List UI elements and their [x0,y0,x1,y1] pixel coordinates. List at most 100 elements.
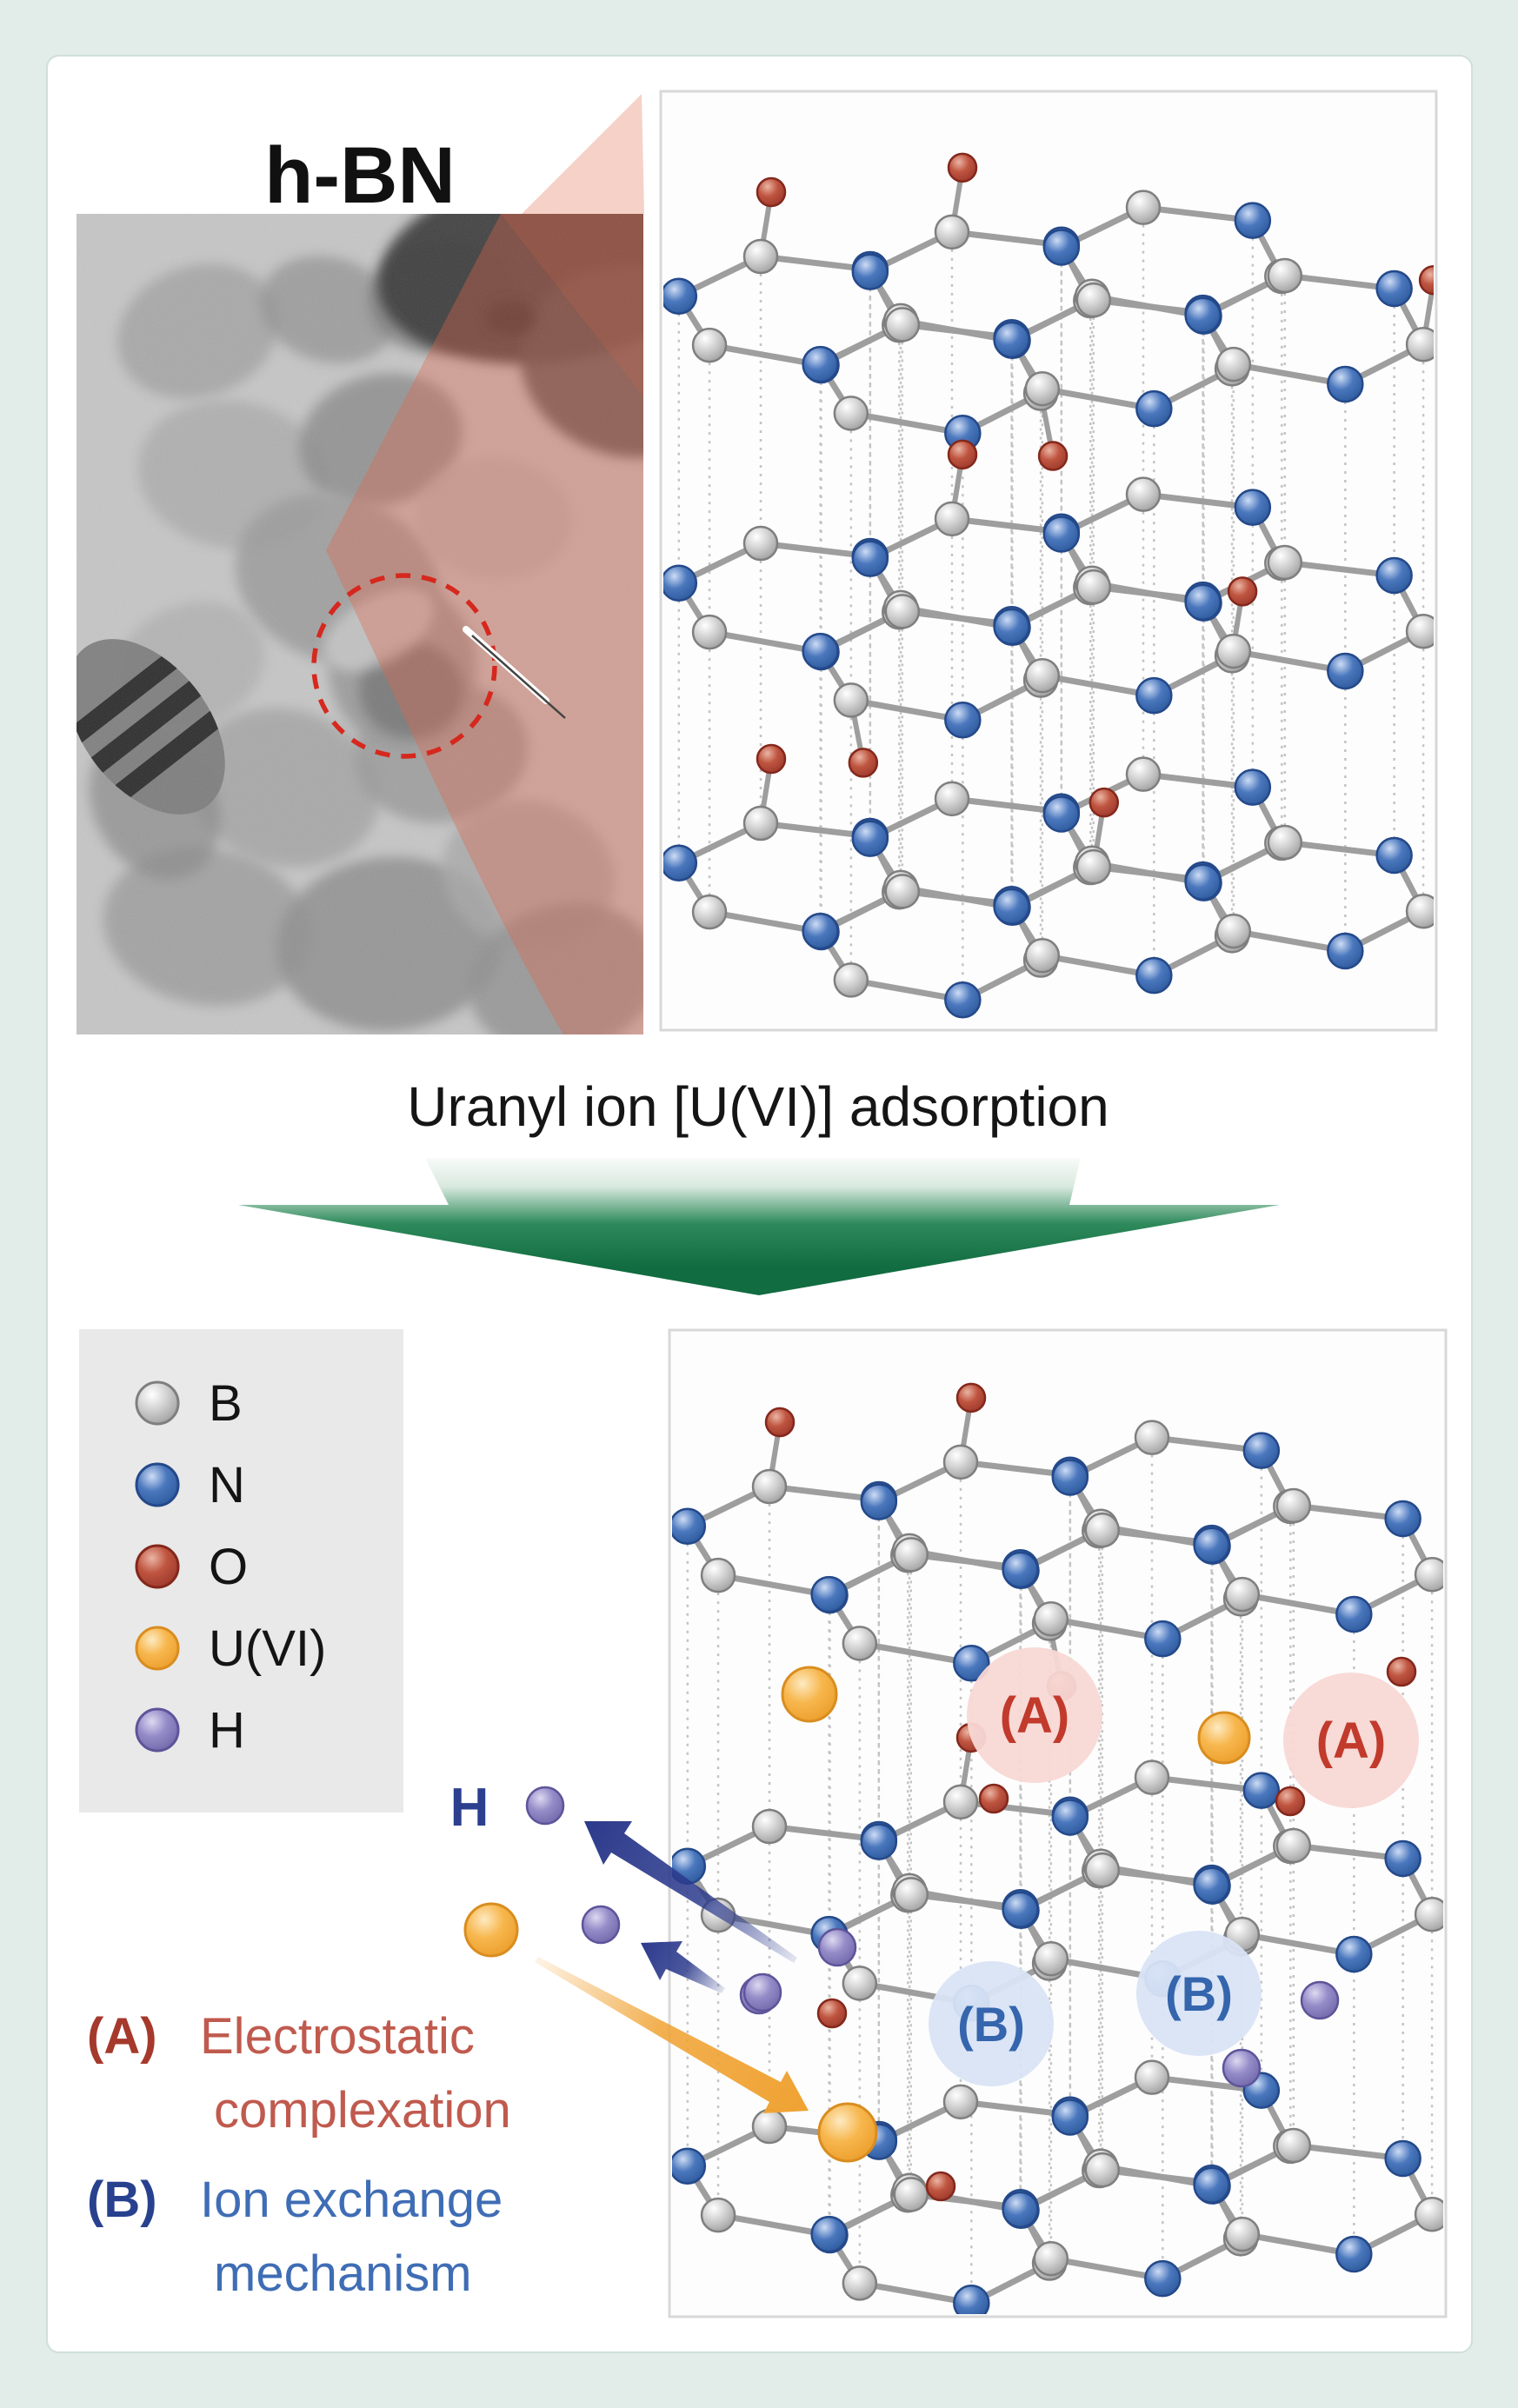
atom-b-icon [893,1877,929,1912]
atom-b-icon [833,396,869,431]
tem-needle-icon [471,635,566,719]
atom-b-icon [1224,2216,1261,2252]
atom-n-icon [1384,2139,1421,2178]
atom-o-icon [848,748,879,778]
process-label: Uranyl ion [U(VI)] adsorption [407,1075,1109,1138]
atom-b-icon [884,307,921,343]
atom-o-icon [764,1407,796,1438]
atom-b-icon [942,2084,979,2120]
mech-b-line2: mechanism [214,2245,472,2302]
atom-h-icon [742,1972,782,2012]
atom-n-icon [944,981,982,1019]
atom-n-icon [1234,202,1272,239]
atom-b-icon [934,501,970,537]
atom-b-icon [884,874,921,909]
atom-u-icon [1197,1711,1251,1765]
atom-n-icon [851,820,889,857]
atom-b-icon [833,682,869,718]
atom-b-icon [1084,2152,1121,2188]
atom-h-icon [135,1707,180,1753]
atom-b-icon [1125,190,1162,225]
atom-o-icon [816,1998,848,2029]
atom-n-icon [1375,556,1413,595]
atom-o-icon [947,152,978,183]
mechanism-badge-a [1283,1673,1419,1808]
exchange-arrow-icon [535,1957,809,2113]
hbn-layer-3 [672,2059,1443,2314]
atom-n-icon [1184,863,1222,901]
mech-a-key: (A) [87,2008,157,2065]
mech-b-key: (B) [87,2172,157,2228]
atom-b-icon [135,1380,180,1426]
legend-label-o: O [209,1539,248,1595]
atom-u-icon [463,1902,519,1958]
atom-o-icon [1386,1656,1417,1687]
atom-n-icon [993,608,1030,646]
atom-b-icon [842,1626,878,1661]
atom-o-icon [135,1544,180,1589]
atom-n-icon [1193,1527,1230,1565]
exchange-arrow-icon [641,1941,725,1993]
atom-b-icon [1267,824,1303,861]
atom-n-icon [1002,1551,1039,1589]
atom-n-icon [672,2147,707,2185]
atom-b-icon [1084,1852,1121,1888]
atom-n-icon [1375,836,1413,875]
atom-b-icon [691,894,728,930]
atom-b-icon [1267,544,1303,581]
atom-b-icon [751,2108,788,2145]
atom-n-icon [1335,1935,1373,1973]
atom-b-icon [1215,913,1252,949]
atom-h-icon [525,1786,565,1826]
atom-h-icon [581,1905,621,1945]
atom-b-icon [1414,2196,1443,2232]
atom-b-icon [1024,937,1061,974]
atom-n-icon [1335,2235,1373,2273]
atom-b-icon [1275,1487,1312,1524]
atom-n-icon [663,277,698,316]
atom-b-icon [1075,848,1112,885]
atom-b-icon [934,214,970,250]
atom-n-icon [1144,1620,1182,1658]
atom-b-icon [942,1784,979,1820]
badge-label-a: (A) [1316,1713,1387,1769]
atom-u-icon [135,1626,180,1671]
atom-n-icon [1327,932,1364,970]
atom-o-icon [756,743,787,775]
atom-b-icon [1024,657,1061,694]
atom-b-icon [1033,1940,1069,1977]
atom-b-icon [1125,756,1162,792]
atom-b-icon [1405,326,1434,363]
atom-b-icon [842,1966,878,2001]
atom-b-icon [751,1808,788,1845]
atom-n-icon [953,1645,990,1682]
tem-micrograph [77,214,643,1034]
atom-b-icon [691,614,728,650]
atom-n-icon [1135,389,1173,428]
atom-n-icon [1042,516,1081,553]
atom-n-icon [1051,1459,1089,1496]
atom-b-icon [1414,1896,1443,1932]
atom-o-icon [1037,441,1069,471]
atom-h-icon [1222,2048,1262,2088]
atom-u-icon [817,2102,878,2163]
atom-b-icon [700,2197,736,2233]
atom-b-icon [1084,1512,1121,1548]
atom-n-icon [1184,583,1222,622]
atom-n-icon [1184,296,1222,335]
atom-b-icon [1215,633,1252,669]
atom-n-icon [1002,2191,1039,2229]
atom-n-icon [851,253,889,290]
atom-n-icon [953,2285,990,2314]
atom-b-icon [700,1557,736,1593]
atom-n-icon [1144,2259,1182,2298]
atom-o-icon [1275,1786,1306,1817]
down-arrow-icon [238,1158,1280,1295]
mech-a-line1: Electrostatic [200,2008,475,2065]
atom-n-icon [944,702,982,739]
atom-n-icon [1051,1799,1089,1836]
legend-label-h: H [209,1702,245,1759]
atom-b-icon [1033,2240,1069,2277]
atom-n-icon [851,540,889,577]
